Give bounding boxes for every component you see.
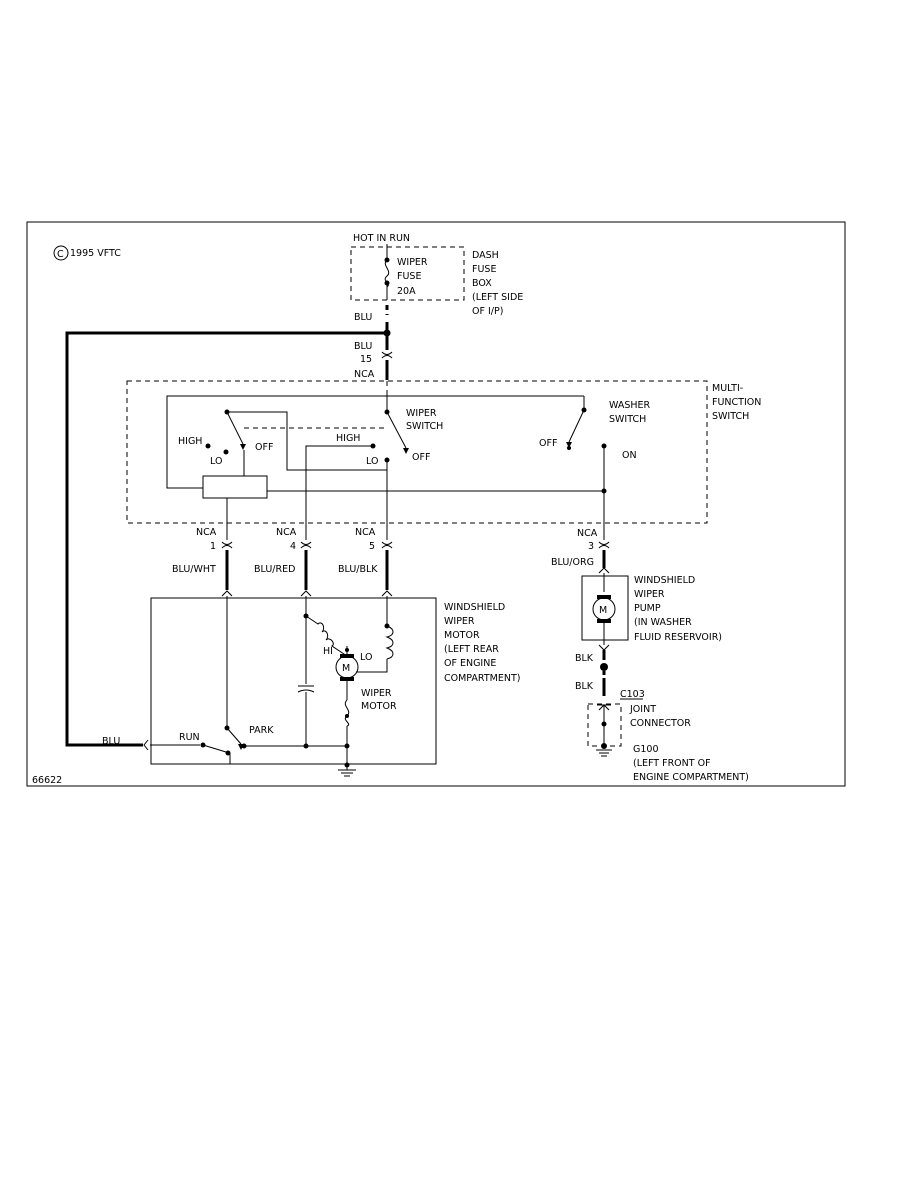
ground-location-1: (LEFT FRONT OF xyxy=(633,758,711,769)
connector-4-name: NCA xyxy=(276,527,297,538)
multifunction-label-1: MULTI- xyxy=(712,383,743,394)
wiper-motor-label-1: WINDSHIELD xyxy=(444,602,505,613)
washer-switch-label-1: WASHER xyxy=(609,400,651,411)
fuse-box-label-5: OF I/P) xyxy=(472,306,503,317)
ground-wire-1: BLK xyxy=(575,653,594,664)
motor-lo: LO xyxy=(360,652,372,663)
copyright-text: 1995 VFTC xyxy=(70,248,121,259)
wiper-motor-inner-2: MOTOR xyxy=(361,701,397,712)
washer-switch-label-2: SWITCH xyxy=(609,414,646,425)
fuse-box-label-2: FUSE xyxy=(472,264,496,275)
wiper-motor-outline xyxy=(150,597,437,765)
fuse-box-label-4: (LEFT SIDE xyxy=(472,292,523,303)
wiper-high-left: HIGH xyxy=(178,436,202,447)
joint-label-2: CONNECTOR xyxy=(630,718,691,729)
wiper-motor-inner-1: WIPER xyxy=(361,688,392,699)
wiper-switch-label-2: SWITCH xyxy=(406,421,443,432)
pump-label-1: WINDSHIELD xyxy=(634,575,695,586)
washer-pump-m: M xyxy=(599,605,607,616)
ground-location-2: ENGINE COMPARTMENT) xyxy=(633,772,749,783)
wiper-switch-label-1: WIPER xyxy=(406,408,437,419)
pump-label-5: FLUID RESERVOIR) xyxy=(634,632,722,643)
wiper-motor-label-5: OF ENGINE xyxy=(444,658,496,669)
ground-wire-2: BLK xyxy=(575,681,594,692)
fuse-box-outline xyxy=(350,246,465,301)
connector-1-name: NCA xyxy=(196,527,217,538)
connector-3: NCA 3 BLU/ORG xyxy=(551,528,610,568)
park-label: PARK xyxy=(249,725,274,736)
copyright-mark: C xyxy=(57,249,64,260)
wiper-high-mid: HIGH xyxy=(336,433,360,444)
connector-1-pin: 1 xyxy=(210,541,216,552)
wiper-motor-label-2: WIPER xyxy=(444,616,475,627)
motor-hi: HI xyxy=(323,646,333,657)
switch-module xyxy=(202,475,268,499)
multifunction-label-2: FUNCTION xyxy=(712,397,761,408)
connector-1-wire: BLU/WHT xyxy=(172,564,216,575)
wiper-motor-m: M xyxy=(342,663,350,674)
connector-4-pin: 4 xyxy=(290,541,296,552)
wiper-off-left: OFF xyxy=(255,442,273,453)
connector-3-name: NCA xyxy=(577,528,598,539)
pump-label-3: PUMP xyxy=(634,603,661,614)
connector-top: NCA xyxy=(354,369,375,380)
wiper-lo-mid: LO xyxy=(366,456,378,467)
pump-label-4: (IN WASHER xyxy=(634,617,692,628)
fuse-box-label-1: DASH xyxy=(472,250,499,261)
connector-3-pin: 3 xyxy=(588,541,594,552)
run-label: RUN xyxy=(179,732,200,743)
wiper-motor-label-6: COMPARTMENT) xyxy=(444,673,520,684)
pump-label-2: WIPER xyxy=(634,589,665,600)
wire-blu-top: BLU xyxy=(354,312,372,323)
connector-4: NCA 4 BLU/RED xyxy=(254,527,312,590)
figure-id: 66622 xyxy=(32,775,62,786)
connector-1: NCA 1 BLU/WHT xyxy=(172,527,233,590)
connector-3-wire: BLU/ORG xyxy=(551,557,594,568)
diagram-frame xyxy=(26,221,846,787)
fuse-label-1: WIPER xyxy=(397,257,428,268)
multifunction-label-3: SWITCH xyxy=(712,411,749,422)
wiper-motor-label-4: (LEFT REAR xyxy=(444,644,499,655)
multifunction-switch-outline xyxy=(126,380,708,524)
joint-label-1: JOINT xyxy=(629,704,656,715)
copyright-circle xyxy=(53,245,69,261)
wire-blu-left: BLU xyxy=(102,736,120,747)
wire-blu-mid: BLU xyxy=(354,341,372,352)
connector-5: NCA 5 BLU/BLK xyxy=(338,527,393,590)
power-label: HOT IN RUN xyxy=(353,233,410,244)
wiper-lo-left: LO xyxy=(210,456,222,467)
connector-4-wire: BLU/RED xyxy=(254,564,295,575)
pin-15: 15 xyxy=(360,354,372,365)
connector-5-pin: 5 xyxy=(369,541,375,552)
washer-off: OFF xyxy=(539,438,557,449)
fuse-box-label-3: BOX xyxy=(472,278,492,289)
fuse-label-2: FUSE xyxy=(397,271,421,282)
wiper-motor-label-3: MOTOR xyxy=(444,630,480,641)
connector-5-wire: BLU/BLK xyxy=(338,564,378,575)
ground-label: G100 xyxy=(633,744,659,755)
fuse-label-3: 20A xyxy=(397,286,416,297)
wiper-off-mid: OFF xyxy=(412,452,430,463)
splice-label: C103 xyxy=(620,689,645,700)
connector-5-name: NCA xyxy=(355,527,376,538)
washer-pump-outline xyxy=(581,575,629,641)
washer-on: ON xyxy=(622,450,637,461)
